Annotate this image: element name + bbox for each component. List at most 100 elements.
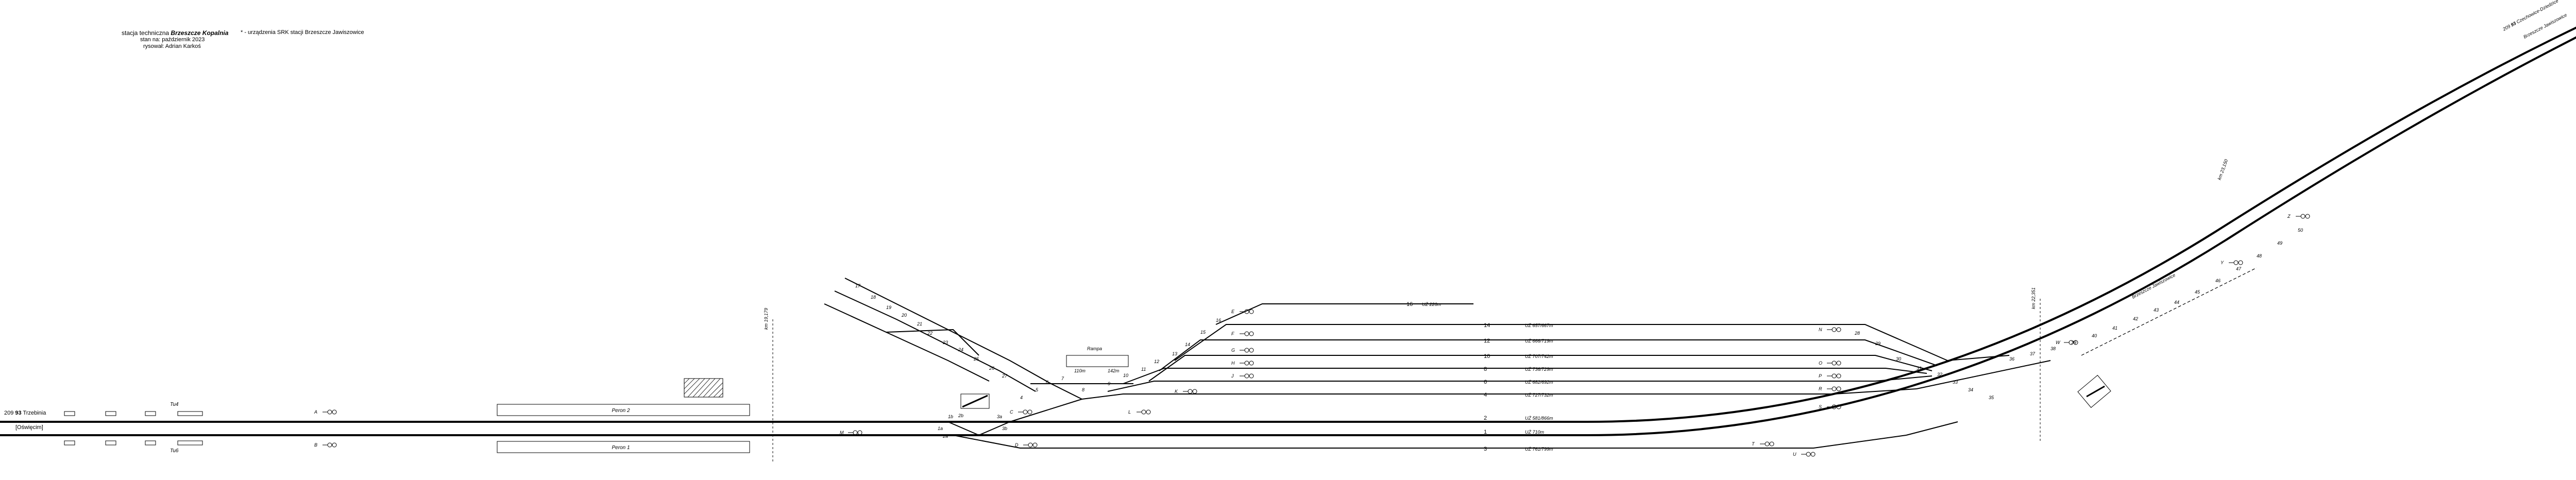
signal-symbol: S (1819, 404, 1841, 409)
switch-label: 41 (2112, 325, 2117, 331)
switch-label: 48 (2257, 253, 2262, 259)
switch-label: 30 (1896, 356, 1901, 362)
signal-symbol: C (1010, 409, 1032, 415)
km-far-label: km 23,150 (2216, 159, 2229, 181)
east-line-label: 209 93 Czechowice-Dziedzice (2501, 0, 2559, 32)
signal-symbol: L (1128, 409, 1151, 415)
signal-symbol: G (1231, 348, 1254, 353)
track-nr-3: 3 (1484, 446, 1487, 452)
west-line-label: 209 93 Trzebinia (4, 410, 46, 416)
track-len-12: UŻ 666/719m (1525, 338, 1553, 344)
svg-text:S: S (1819, 404, 1822, 409)
signal-symbol: R (1819, 386, 1841, 391)
rampa-label: Rampa (1087, 346, 1102, 351)
platform-2-label: Peron 2 (612, 408, 630, 414)
rampa-len2: 110m (1074, 368, 1086, 373)
west-dest2: [Oświęcim] (15, 424, 43, 431)
track-len-14: UŻ 657/667m (1525, 323, 1553, 328)
switch-label: 36 (2009, 356, 2014, 362)
switch-label: 40 (2092, 333, 2097, 338)
switch-label: 42 (2133, 316, 2138, 321)
track-14 (1174, 324, 1948, 361)
switch-label: 27 (1002, 373, 1008, 379)
ladder-east-1 (1947, 355, 2010, 361)
signal-block-row-1 (64, 411, 203, 445)
switch-label: 17 (855, 283, 861, 288)
rampa-box (1066, 355, 1129, 367)
track-main-1-east (1586, 36, 2576, 436)
svg-text:N: N (1819, 327, 1822, 332)
switch-label: 14 (1185, 342, 1190, 347)
switch-label: 29 (1875, 341, 1880, 346)
switch-label: 1a (938, 426, 943, 431)
signal-symbol: B (314, 442, 337, 448)
track-len-8: UŻ 736/729m (1525, 367, 1553, 372)
switch-label: 44 (2174, 300, 2179, 305)
track-len-10: UŻ 707/742m (1525, 354, 1553, 359)
siding-taurom-2 (834, 290, 1036, 392)
ladder-east-3 (1906, 421, 1958, 436)
switch-label: 4 (1020, 395, 1023, 400)
track-nr-6: 6 (1484, 379, 1487, 385)
station-name: Brzeszcze Kopalnia (171, 29, 229, 37)
svg-text:A: A (314, 409, 317, 415)
svg-text:B: B (314, 442, 317, 448)
switch-label: 50 (2298, 228, 2303, 233)
track-len-16: UŻ 226m (1422, 302, 1442, 307)
signal-symbol: N (1819, 327, 1841, 332)
track-3 (953, 435, 1907, 449)
track-8 (1123, 368, 1927, 384)
svg-text:C: C (1010, 409, 1013, 415)
track-len-4: UŻ 727/732m (1525, 392, 1553, 398)
switch-label: 9 (1108, 381, 1110, 386)
crossover-2 (947, 421, 979, 436)
switch-label: 2b (958, 413, 963, 418)
signal-symbol: Y (2221, 260, 2243, 265)
svg-text:F: F (1231, 331, 1234, 336)
svg-text:J: J (1231, 373, 1234, 379)
switch-label: 45 (2195, 289, 2200, 295)
km-right-label: km 22,351 (2031, 287, 2036, 309)
switch-label: 8 (1082, 387, 1084, 392)
switch-label: 13 (1172, 351, 1177, 356)
svg-text:G: G (1231, 348, 1235, 353)
svg-text:U: U (1793, 452, 1797, 457)
svg-text:E: E (1231, 309, 1235, 314)
signal-symbol: O (1819, 361, 1841, 366)
crossover-1 (978, 421, 1010, 436)
switch-label: 19 (886, 305, 891, 310)
platform-1 (497, 441, 750, 453)
km-left-label: km 19,179 (764, 308, 769, 330)
signal-symbol: A (314, 409, 337, 415)
siding-taurom-1 (844, 278, 1082, 400)
signal-symbol: D (1015, 442, 1038, 448)
switch-label: 21 (917, 321, 922, 327)
svg-text:W: W (2056, 340, 2061, 345)
siding-dashed (2081, 267, 2257, 356)
switch-label: 34 (1968, 387, 1973, 392)
svg-text:K: K (1175, 389, 1178, 394)
track-4 (1081, 388, 1917, 400)
signal-symbol: H (1231, 361, 1254, 366)
track-len-3: UŻ 761/799m (1525, 447, 1553, 452)
svg-text:R: R (1819, 386, 1822, 391)
platform-1-label: Peron 1 (612, 445, 630, 451)
svg-text:Y: Y (2221, 260, 2224, 265)
header-prefix: stacja techniczna (122, 29, 170, 37)
svg-text:M: M (840, 430, 844, 435)
switch-label: 12 (1154, 359, 1159, 364)
track-nr-14: 14 (1484, 322, 1490, 329)
switch-label: 6 (1046, 380, 1048, 385)
switch-label: 18 (871, 295, 876, 300)
switch-label: 28 (1854, 331, 1860, 336)
track-main-2-east (1586, 26, 2576, 423)
switch-label: 31 (1917, 366, 1922, 371)
switch-label: 46 (2215, 278, 2221, 283)
switch-label: 3a (997, 414, 1002, 419)
header-line3: rysował: Adrian Karkoś (143, 43, 201, 49)
rampa-len: 142m (1108, 368, 1120, 373)
svg-text:T: T (1752, 441, 1755, 447)
